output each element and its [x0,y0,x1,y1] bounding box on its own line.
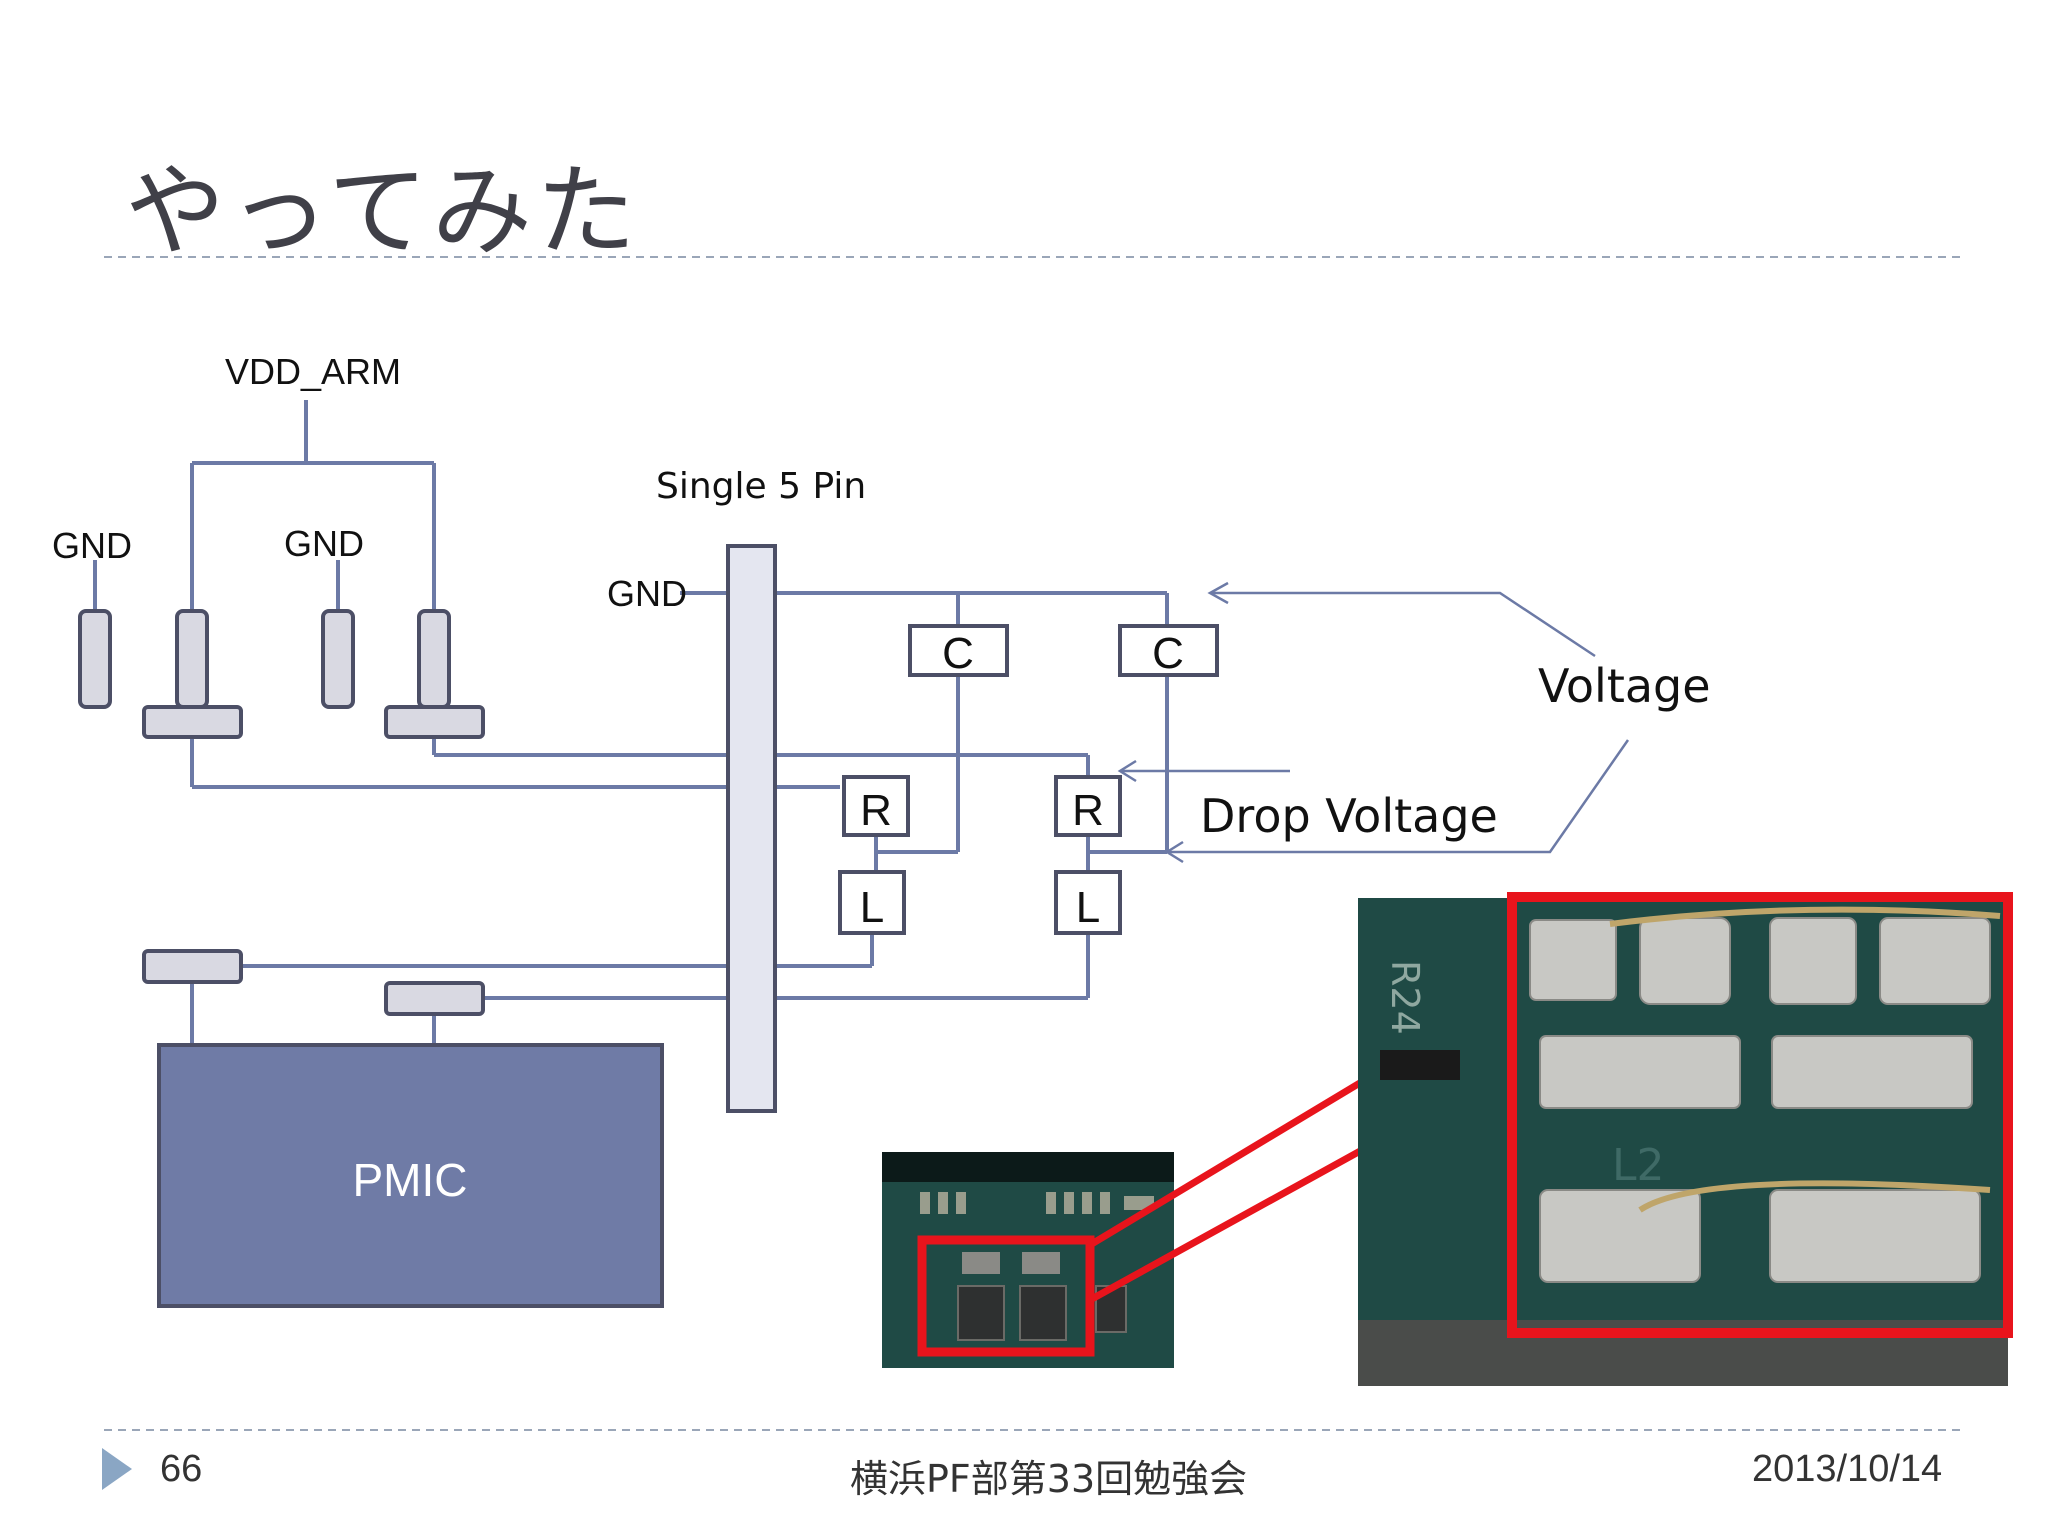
inductor-1 [838,870,906,935]
circuit-diagram [93,400,1169,1045]
drop-voltage-arrow-lower [1167,739,1630,854]
gnd-pin-mid [321,609,355,709]
inductor-2-label: L [1076,883,1100,932]
vdd-pin-left [175,609,209,709]
pmic-label: PMIC [353,1154,468,1206]
gnd-label-mid: GND [284,523,364,564]
inductor-2 [1054,870,1122,935]
single-5-pin-connector [726,544,777,1113]
annotation-arrows [1117,581,1630,864]
pad-lower-right [384,981,485,1016]
slide-arrow-icon [102,1448,132,1490]
voltage-arrow-head [1207,581,1229,605]
gnd-pin-left [78,609,112,709]
capacitor-2-label: C [1152,629,1184,678]
pad-upper-left [142,705,243,739]
capacitor-1 [908,624,1009,677]
drop-voltage-label: Drop Voltage [1200,789,1498,843]
resistor-2 [1054,775,1122,837]
capacitor-1-label: C [942,629,974,678]
connector-label: Single 5 Pin [656,466,866,507]
event-name: 横浜PF部第33回勉強会 [850,1457,1248,1501]
vdd-arm-label: VDD_ARM [225,351,401,392]
slide-date: 2013/10/14 [1752,1448,1943,1490]
components [838,624,1219,935]
drop-voltage-arrow-lower-head [1164,840,1184,864]
voltage-label: Voltage [1538,659,1711,713]
resistor-2-label: R [1072,786,1104,835]
drop-voltage-arrow-upper-head [1117,759,1137,783]
pcb-photo-large: R24 L2 [1358,892,2013,1386]
pmic-block [157,1043,664,1308]
board-marking-l2: L2 [1612,1140,1665,1191]
gnd-label-bus: GND [607,573,687,614]
pcb-photo-small [882,1152,1174,1368]
page-number: 66 [160,1448,203,1490]
pad-lower-left [142,949,243,984]
gnd-label-left: GND [52,525,132,566]
board-marking-r24: R24 [1383,960,1427,1035]
pad-upper-right [384,705,485,739]
pins [78,609,485,1016]
voltage-arrow [1210,591,1596,658]
capacitor-2 [1118,624,1219,677]
inductor-1-label: L [860,883,884,932]
slide-title: やってみた [125,153,640,270]
resistor-1-label: R [860,786,892,835]
vdd-pin-right [417,609,451,709]
resistor-1 [842,775,910,837]
